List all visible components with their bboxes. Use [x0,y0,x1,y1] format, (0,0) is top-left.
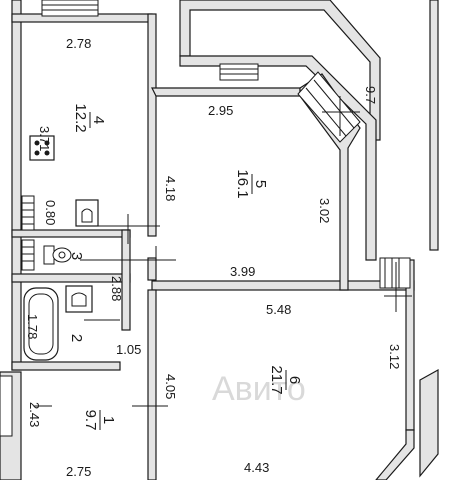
room-area: 9.7 [82,410,99,431]
bath-sink-icon [65,285,93,313]
dim-corridor: 1.05 [116,342,141,357]
dim-kitchen-height: 3.71 [37,126,52,151]
outer-wall-right [429,0,439,251]
bath-hall-wall [11,361,121,371]
window-diagonal [297,71,361,143]
window-room5 [219,63,259,81]
dimension-lines [34,96,412,407]
windows [0,0,411,437]
room-label-2: 2 [68,334,85,342]
room-number: 5 [252,180,269,188]
room-area: 21.7 [268,365,285,394]
radiator-icon [21,195,35,271]
kitchen-room5-wall-lower [147,257,157,281]
room-area: 12.2 [72,103,89,132]
dim-room6-right: 3.12 [387,344,402,369]
room-label-5: 5 16.1 [234,169,269,198]
room-number: 3 [68,252,85,260]
dim-hall-width: 2.75 [66,464,91,479]
dim-room5-width: 2.95 [208,103,233,118]
bathtub-icon [23,287,59,361]
room5-top-wall [151,87,301,97]
room-area: 16.1 [234,169,251,198]
dim-room6-width: 5.48 [266,302,291,317]
dim-room6-bottom: 4.43 [244,460,269,475]
room-label-4: 4 12.2 [72,103,107,132]
outer-wall-right-lower [419,368,439,478]
room-label-3: 3 [68,252,85,260]
room-number: 1 [100,416,117,424]
kitchen-room5-wall [147,13,157,237]
dim-room5-bottom: 3.99 [230,264,255,279]
room-label-6: 6 21.7 [268,365,303,394]
dim-room6-left: 4.05 [163,374,178,399]
window-kitchen [41,0,99,17]
room6-left-wall [147,289,157,480]
room-number: 4 [90,116,107,124]
toilet-icon [43,245,72,265]
kitchen-bath-wall [11,229,131,238]
outer-wall-left [11,0,22,371]
dim-room5-height: 4.18 [163,176,178,201]
dim-bathtub-length: 1.78 [25,314,40,339]
dim-kitchen-width: 2.78 [66,36,91,51]
sink-icon [75,199,99,227]
dim-bath-height: 2.88 [109,276,124,301]
stove-icon [29,135,55,161]
dim-radiator-width: 0.80 [43,200,58,225]
room6-corner-wall [375,429,415,480]
window-hall [0,375,13,437]
room-label-1: 1 9.7 [82,410,117,431]
room-number: 2 [68,334,85,342]
dim-diagonal: 9.7 [363,86,378,104]
bath-right-wall [121,229,131,331]
room5-room6-wall [151,280,415,291]
walls [0,0,439,480]
watermark: Авито [212,370,306,408]
dim-room5-right: 3.02 [317,198,332,223]
dim-hall-height: 2.43 [27,402,42,427]
room-number: 6 [286,376,303,384]
